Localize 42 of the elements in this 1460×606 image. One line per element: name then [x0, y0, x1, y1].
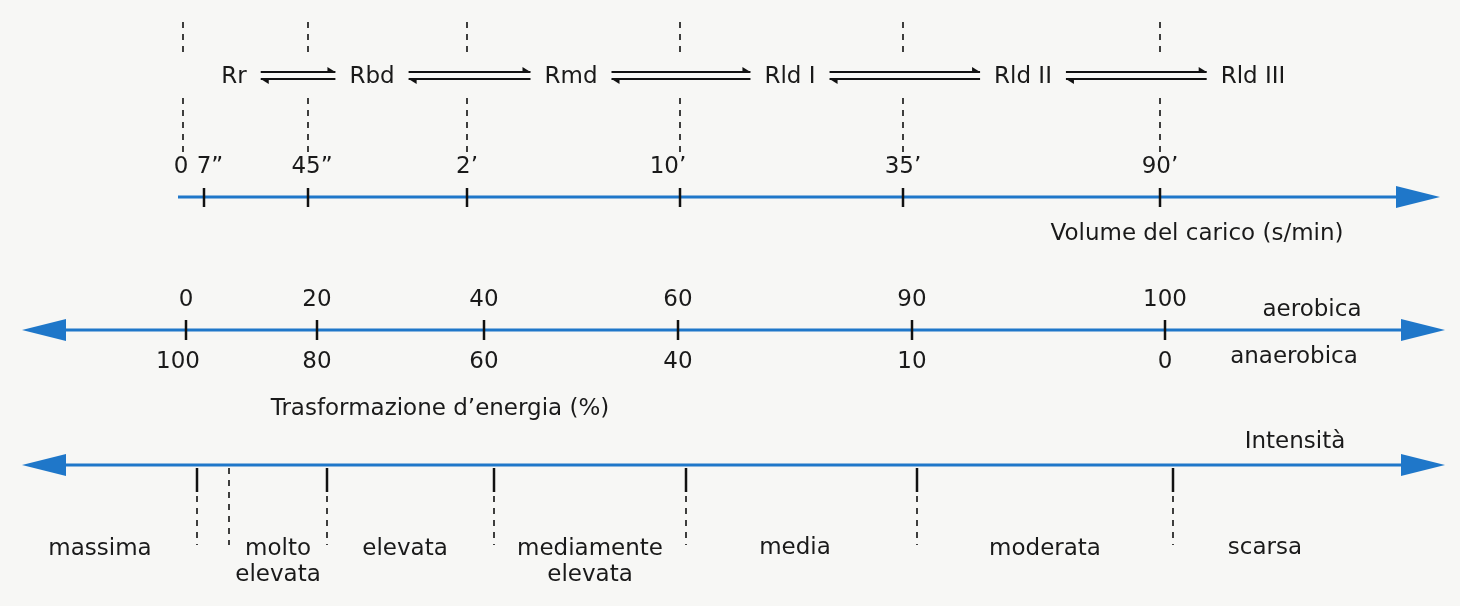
phase-label: Rld I: [764, 61, 816, 89]
equilibrium-arrow: [610, 67, 752, 84]
scale-name: molto elevata: [234, 533, 322, 587]
tick-label: 35’: [884, 151, 922, 179]
equilibrium-arrow: [259, 67, 337, 84]
tick-label: 20: [302, 284, 332, 312]
scale-name: anaerobica: [1230, 341, 1358, 369]
tick-label: 40: [469, 284, 499, 312]
scale-name: aerobica: [1262, 294, 1362, 322]
tick-label: 0: [178, 284, 194, 312]
tick-label: 2’: [456, 151, 478, 179]
tick-label: 60: [663, 284, 693, 312]
scale-name: moderata: [989, 533, 1101, 561]
tick-label: 0: [173, 151, 189, 179]
scale-name: media: [759, 532, 831, 560]
phase-label: Rbd: [349, 61, 395, 89]
tick-label: 10: [897, 346, 927, 374]
tick-label: 90: [897, 284, 927, 312]
equilibrium-arrow: [828, 67, 982, 84]
equilibrium-arrow: [1064, 67, 1208, 84]
tick-label: 100: [1143, 284, 1187, 312]
equilibrium-arrow: [407, 67, 532, 84]
tick-label: 45”: [291, 151, 333, 179]
tick-label: 40: [663, 346, 693, 374]
scale-name: massima: [48, 533, 152, 561]
scale-name: elevata: [362, 533, 448, 561]
phase-label: Rld III: [1220, 61, 1286, 89]
tick-label: 80: [302, 346, 332, 374]
phase-label: Rmd: [544, 61, 598, 89]
tick-label: 10’: [649, 151, 687, 179]
tick-label: 100: [156, 346, 200, 374]
tick-label: 60: [469, 346, 499, 374]
scale-name: mediamente elevata: [516, 533, 664, 587]
tick-label: 0: [1157, 346, 1173, 374]
scale-name: scarsa: [1227, 532, 1303, 560]
phase-label: Rld II: [994, 61, 1052, 89]
axis-title: Intensità: [1244, 426, 1346, 454]
axis-title: Volume del carico (s/min): [1050, 218, 1344, 246]
phase-label: Rr: [221, 61, 247, 89]
tick-label: 7”: [196, 151, 224, 179]
tick-label: 90’: [1141, 151, 1179, 179]
axis-title: Trasformazione d’energia (%): [270, 393, 610, 421]
